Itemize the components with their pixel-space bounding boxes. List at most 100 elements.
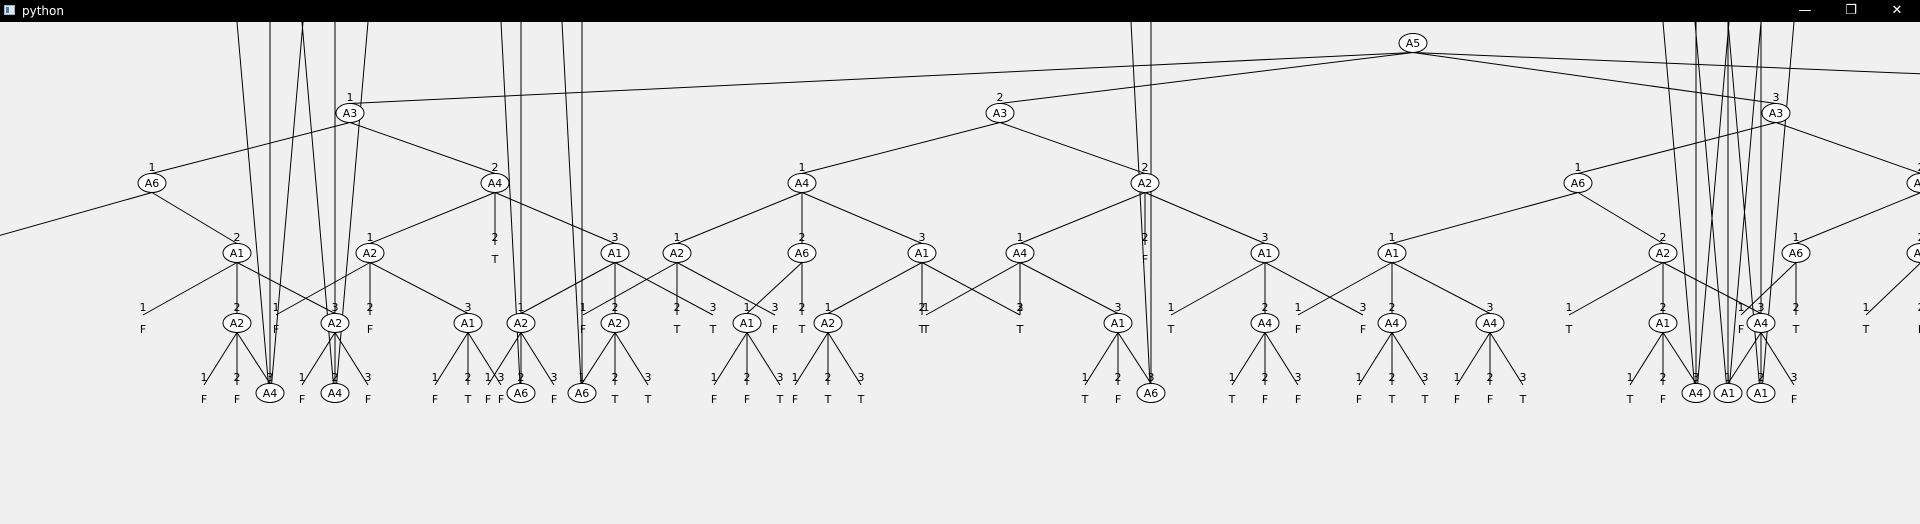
edge-value-label: 2	[919, 301, 926, 314]
tree-edge	[1391, 192, 1579, 244]
edge-value-label: 2	[1262, 371, 1269, 384]
leaf-label: T	[1724, 22, 1732, 25]
leaf-label: F	[1758, 22, 1764, 25]
edge-value-label: 2	[1389, 371, 1396, 384]
edge-value-label: 2	[1660, 371, 1667, 384]
attribute-node	[506, 313, 536, 333]
app-window-icon	[4, 5, 15, 15]
edge-value-label: 2	[367, 301, 374, 314]
attribute-node-label: A3	[993, 107, 1008, 120]
edge-value-label: 3	[772, 301, 779, 314]
edge-value-label: 3	[1520, 371, 1527, 384]
edge-value-label: 3	[1758, 22, 1765, 25]
attribute-node-label: A2	[1138, 177, 1153, 190]
leaf-label: F	[498, 22, 504, 25]
leaf-label: T	[578, 22, 586, 25]
tree-edge	[614, 262, 714, 316]
tree-edge	[1412, 52, 1920, 75]
edge-value-label: 3	[1017, 301, 1024, 314]
attribute-node-label: A1	[230, 247, 245, 260]
edge-value-label: 1	[1168, 301, 1175, 314]
attribute-node	[985, 103, 1015, 123]
attribute-node-label: A4	[1483, 317, 1498, 330]
minimize-button[interactable]: —	[1798, 3, 1812, 18]
edge-value-label: 2	[744, 371, 751, 384]
tree-edge	[142, 262, 238, 316]
edge-value-label: 1	[273, 301, 280, 314]
leaf-label: F	[299, 393, 305, 406]
attribute-node-label: A6	[1789, 247, 1804, 260]
attribute-node-label: A2	[670, 247, 685, 260]
attribute-node	[1781, 243, 1811, 263]
attribute-node	[355, 243, 385, 263]
tree-edge	[434, 332, 469, 386]
tree-edge	[520, 332, 555, 386]
attribute-node-label: A4	[1689, 387, 1704, 400]
leaf-label: T	[1519, 393, 1527, 406]
leaf-label: F	[498, 393, 504, 406]
attribute-node	[1136, 383, 1166, 403]
tree-edge	[1489, 332, 1524, 386]
tree-edge	[1391, 262, 1491, 314]
leaf-label: F	[744, 393, 750, 406]
tree-edge	[1391, 332, 1426, 386]
edge-value-label: 1	[1389, 231, 1396, 244]
edge-value-label: 3	[1791, 22, 1798, 25]
edge-value-label: 2	[1918, 161, 1920, 174]
edge-value-label: 1	[559, 22, 566, 25]
edge-value-label: 1	[1863, 301, 1870, 314]
edge-value-label: 2	[1142, 231, 1149, 244]
restore-button[interactable]: ❐	[1845, 3, 1857, 18]
edge-value-label: 1	[1082, 371, 1089, 384]
leaf-label: T	[1421, 393, 1429, 406]
tree-edge	[1695, 22, 1730, 403]
edge-value-label: 2	[332, 371, 339, 384]
edge-value-label: 1	[432, 371, 439, 384]
edge-value-label: 1	[201, 371, 208, 384]
leaf-label: T	[918, 323, 926, 336]
edge-value-label: 2	[799, 231, 806, 244]
leaf-label: T	[331, 22, 339, 25]
leaf-label: F	[365, 393, 371, 406]
close-button[interactable]: ✕	[1891, 3, 1903, 18]
edge-value-label: 3	[1726, 22, 1733, 25]
edge-value-label: 1	[1454, 371, 1461, 384]
tree-edge	[236, 262, 336, 314]
leaf-label: T	[709, 323, 717, 336]
tree-edge	[203, 332, 238, 386]
edge-value-label: 1	[744, 301, 751, 314]
edge-value-label: 2	[612, 371, 619, 384]
attribute-node-label: A6	[575, 387, 590, 400]
tree-edge	[614, 332, 649, 386]
leaf-label: F	[234, 393, 240, 406]
leaf-label: T	[1757, 22, 1765, 25]
edge-value-label: 1	[1793, 231, 1800, 244]
edge-value-label: 1	[234, 22, 241, 25]
tree-edge	[581, 332, 616, 384]
tree-edge	[999, 52, 1414, 104]
edge-value-label: 3	[777, 371, 784, 384]
edge-value-label: 2	[518, 371, 525, 384]
edge-value-label: 3	[1295, 371, 1302, 384]
leaf-label: F	[711, 393, 717, 406]
attribute-node	[813, 313, 843, 333]
attribute-node-label: A1	[1385, 247, 1400, 260]
edge-value-label: 1	[1575, 161, 1582, 174]
attribute-node-label: A1	[608, 247, 623, 260]
leaf-label: T	[299, 22, 307, 25]
tree-edge	[1117, 332, 1152, 384]
attribute-node	[1746, 383, 1776, 403]
edge-value-label: 3	[300, 22, 307, 25]
edge-value-label: 3	[365, 22, 372, 25]
edge-value-label: 1	[579, 371, 586, 384]
leaf-label: F	[432, 393, 438, 406]
leaf-label: F	[234, 22, 240, 25]
leaf-label: F	[1295, 323, 1301, 336]
edge-value-label: 3	[710, 301, 717, 314]
tree-edge	[1629, 332, 1664, 386]
edge-value-label: 1	[674, 231, 681, 244]
tree-edge	[1740, 262, 1797, 316]
attribute-node	[1475, 313, 1505, 333]
attribute-node	[255, 383, 285, 403]
attribute-node-label: A4	[1013, 247, 1028, 260]
